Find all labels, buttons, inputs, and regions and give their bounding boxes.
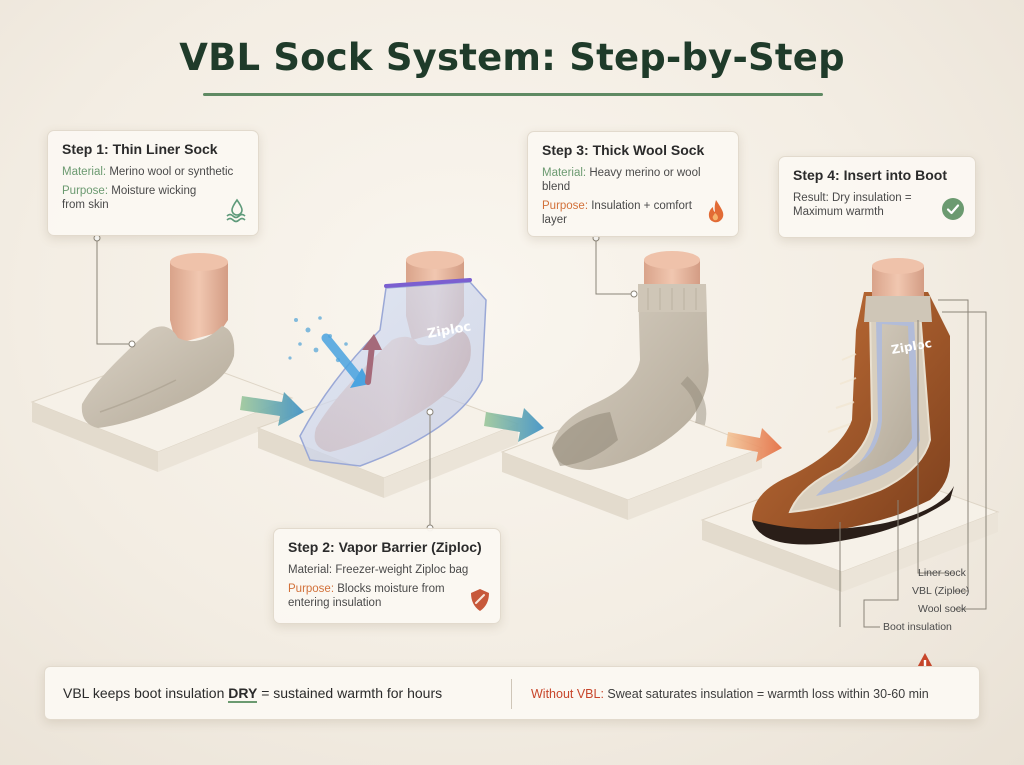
step-3-material-key: Material:: [542, 167, 587, 179]
check-circle-icon: [942, 198, 964, 220]
step-2-card: Step 2: Vapor Barrier (Ziploc) Material:…: [273, 528, 501, 624]
step-4-result: Result: Dry insulation = Maximum warmth: [793, 191, 933, 219]
step-1-purpose: Purpose: Moisture wicking from skin: [62, 184, 212, 212]
step-3-purpose: Purpose: Insulation + comfort layer: [542, 199, 692, 227]
step-2-purpose-value: Blocks moisture from entering insulation: [288, 583, 445, 609]
callout-wool-sock: Wool sock: [918, 603, 967, 615]
step-2-material-value: Freezer-weight Ziploc bag: [335, 564, 469, 576]
banner-right-body: Sweat saturates insulation = warmth loss…: [603, 687, 929, 701]
step-1-purpose-key: Purpose:: [62, 185, 109, 197]
step-2-material: Material: Freezer-weight Ziploc bag: [288, 563, 486, 577]
banner-right-label: Without VBL:: [531, 687, 604, 701]
step-3-card: Step 3: Thick Wool Sock Material: Heavy …: [527, 131, 739, 237]
foot-in-ziploc-bag: Ziploc: [288, 251, 487, 467]
step-1-purpose-value: Moisture wicking from skin: [62, 185, 197, 211]
banner-left-post: = sustained warmth for hours: [257, 685, 443, 701]
step-2-purpose: Purpose: Blocks moisture from entering i…: [288, 582, 468, 610]
step-4-card: Step 4: Insert into Boot Result: Dry ins…: [778, 156, 976, 238]
banner-dry: DRY: [228, 685, 258, 703]
step-1-material-key: Material:: [62, 166, 107, 178]
page-title: VBL Sock System: Step-by-Step: [179, 36, 845, 79]
boot-cutaway: Ziploc: [752, 258, 954, 545]
step-3-purpose-key: Purpose:: [542, 200, 589, 212]
step-3-title: Step 3: Thick Wool Sock: [542, 142, 705, 158]
foot-with-wool-sock: [552, 251, 709, 470]
callout-liner-sock: Liner sock: [918, 567, 966, 579]
step-1-material: Material: Merino wool or synthetic: [62, 165, 244, 179]
step-3-material-value: Heavy merino or wool blend: [542, 167, 701, 193]
leader-lines: [96, 238, 987, 628]
arrow-1: [240, 392, 304, 426]
step-2-title: Step 2: Vapor Barrier (Ziploc): [288, 539, 482, 555]
step-1-title: Step 1: Thin Liner Sock: [62, 141, 218, 157]
summary-banner: VBL keeps boot insulation DRY = sustaine…: [44, 666, 980, 720]
arrow-3: [726, 428, 782, 462]
arrow-2: [484, 408, 544, 442]
title-underline: [203, 93, 823, 96]
step-2-material-key: Material:: [288, 564, 333, 576]
banner-right-text: Without VBL: Sweat saturates insulation …: [531, 687, 929, 701]
boot-bag-label: Ziploc: [890, 336, 933, 357]
banner-left-pre: VBL keeps boot insulation: [63, 685, 229, 701]
flame-icon: [708, 200, 724, 223]
step-2-purpose-key: Purpose:: [288, 583, 335, 595]
shield-icon: [471, 589, 489, 611]
banner-left-text: VBL keeps boot insulation DRY = sustaine…: [63, 685, 443, 703]
foot-with-liner-sock: [81, 253, 235, 428]
step-4-result-value: Dry insulation = Maximum warmth: [793, 192, 912, 218]
step-4-result-key: Result:: [793, 192, 829, 204]
step-4-title: Step 4: Insert into Boot: [793, 167, 947, 183]
banner-divider: [511, 679, 512, 709]
step-3-purpose-value: Insulation + comfort layer: [542, 200, 692, 226]
callout-vbl-ziploc: VBL (Ziploc): [912, 585, 970, 597]
step-1-card: Step 1: Thin Liner Sock Material: Merino…: [47, 130, 259, 236]
step-1-material-value: Merino wool or synthetic: [109, 166, 234, 178]
step-3-material: Material: Heavy merino or wool blend: [542, 166, 702, 194]
water-wave-icon: [226, 198, 246, 223]
callout-boot-insulation: Boot insulation: [883, 621, 952, 633]
